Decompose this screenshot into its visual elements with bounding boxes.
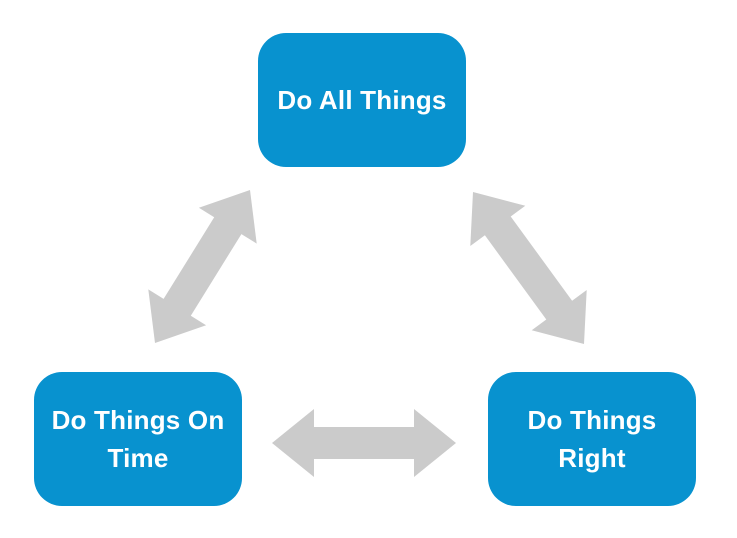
node-do-things-right: Do Things Right (488, 372, 696, 506)
node-do-all-things: Do All Things (258, 33, 466, 167)
double-arrow-top-to-bottom-right-icon (470, 192, 587, 344)
node-do-things-on-time: Do Things On Time (34, 372, 242, 506)
node-do-things-right-label: Do Things Right (527, 405, 657, 473)
node-do-things-on-time-label: Do Things On Time (51, 405, 225, 473)
double-arrow-bottom-left-to-bottom-right-icon (272, 409, 456, 477)
double-arrow-top-to-bottom-left-icon (148, 190, 257, 343)
node-do-all-things-label: Do All Things (277, 85, 447, 115)
